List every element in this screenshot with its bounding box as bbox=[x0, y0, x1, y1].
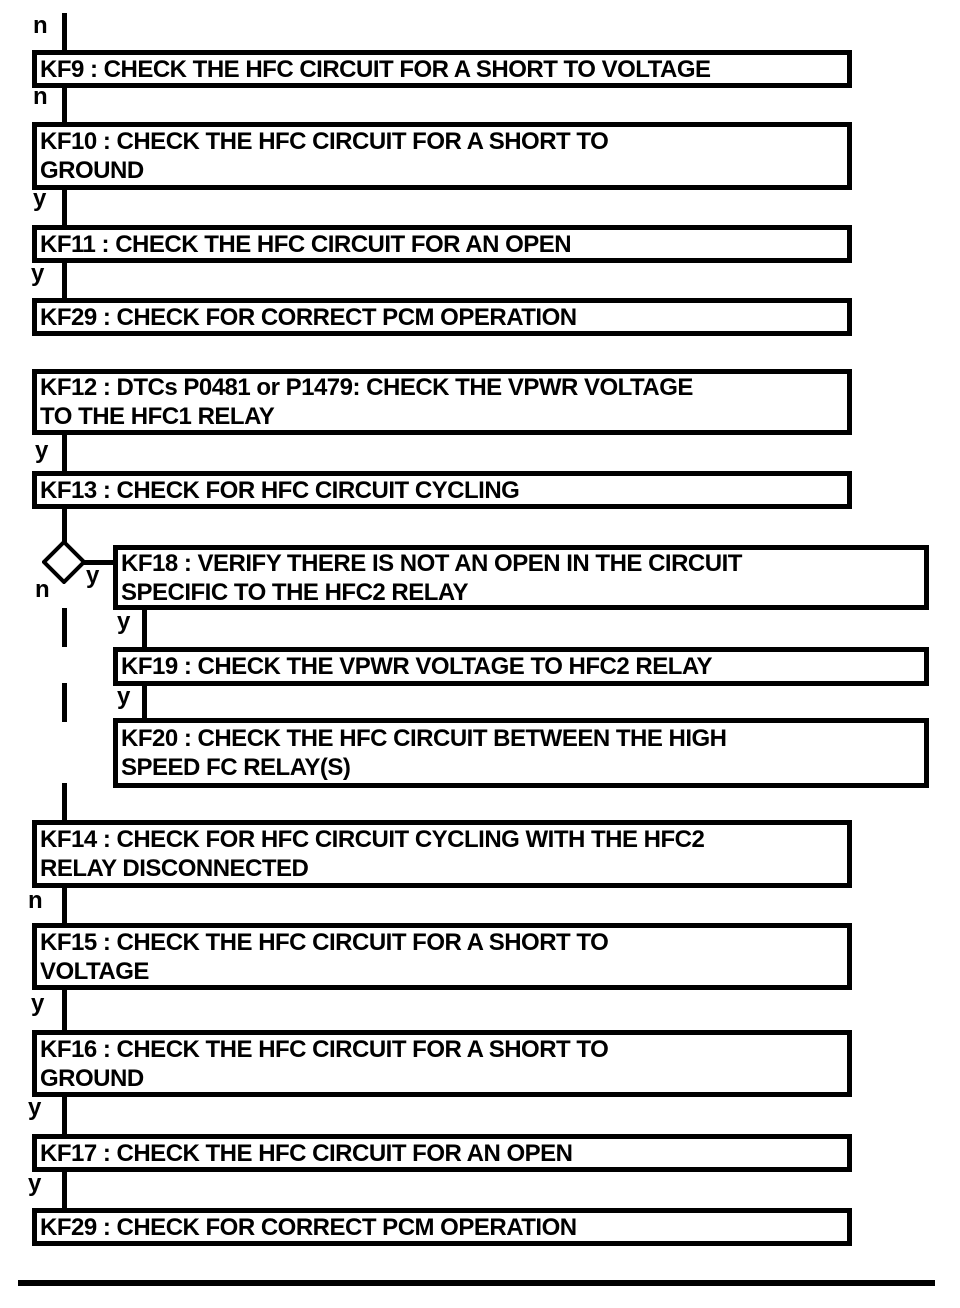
branch-label-y: y bbox=[28, 1094, 41, 1121]
connector-line bbox=[142, 686, 147, 718]
node-text: KF13 : CHECK FOR HFC CIRCUIT CYCLING bbox=[40, 476, 520, 504]
connector-line bbox=[62, 509, 67, 543]
connector-line bbox=[62, 190, 67, 225]
node-text: KF29 : CHECK FOR CORRECT PCM OPERATION bbox=[40, 1213, 577, 1241]
branch-label-y: y bbox=[35, 437, 48, 464]
branch-label-n: n bbox=[28, 887, 43, 914]
node-text: KF19 : CHECK THE VPWR VOLTAGE TO HFC2 RE… bbox=[121, 653, 713, 680]
flow-node-kf19: KF19 : CHECK THE VPWR VOLTAGE TO HFC2 RE… bbox=[113, 647, 929, 686]
flow-node-kf29-lower: KF29 : CHECK FOR CORRECT PCM OPERATION bbox=[32, 1208, 852, 1246]
connector-line bbox=[62, 88, 67, 122]
node-text: KF11 : CHECK THE HFC CIRCUIT FOR AN OPEN bbox=[40, 230, 572, 258]
node-text: SPECIFIC TO THE HFC2 RELAY bbox=[121, 578, 469, 606]
flow-node-kf12: KF12 : DTCs P0481 or P1479: CHECK THE VP… bbox=[32, 369, 852, 435]
node-text: SPEED FC RELAY(S) bbox=[121, 754, 351, 781]
node-text: KF17 : CHECK THE HFC CIRCUIT FOR AN OPEN bbox=[40, 1139, 573, 1167]
node-text: KF20 : CHECK THE HFC CIRCUIT BETWEEN THE… bbox=[121, 725, 727, 752]
node-text: KF9 : CHECK THE HFC CIRCUIT FOR A SHORT … bbox=[40, 55, 711, 83]
footer-divider bbox=[18, 1280, 935, 1286]
node-text: RELAY DISCONNECTED bbox=[40, 855, 309, 882]
connector-line-dashed bbox=[62, 683, 67, 722]
decision-diamond bbox=[42, 540, 86, 584]
flow-node-kf18: KF18 : VERIFY THERE IS NOT AN OPEN IN TH… bbox=[113, 545, 929, 610]
branch-label-y: y bbox=[117, 608, 130, 635]
node-text: KF16 : CHECK THE HFC CIRCUIT FOR A SHORT… bbox=[40, 1035, 609, 1063]
flow-node-kf29-upper: KF29 : CHECK FOR CORRECT PCM OPERATION bbox=[32, 298, 852, 336]
flow-node-kf15: KF15 : CHECK THE HFC CIRCUIT FOR A SHORT… bbox=[32, 923, 852, 990]
branch-label-n: n bbox=[35, 576, 50, 603]
connector-line bbox=[62, 888, 67, 923]
connector-line bbox=[62, 1097, 67, 1134]
branch-label-y: y bbox=[31, 990, 44, 1017]
node-text: KF29 : CHECK FOR CORRECT PCM OPERATION bbox=[40, 303, 577, 331]
branch-label-n: n bbox=[33, 12, 48, 39]
connector-line bbox=[62, 1172, 67, 1208]
node-text: GROUND bbox=[40, 1064, 144, 1092]
connector-line bbox=[62, 990, 67, 1030]
node-text: KF12 : DTCs P0481 or P1479: CHECK THE VP… bbox=[40, 374, 693, 401]
connector-line-dashed bbox=[62, 608, 67, 647]
flow-node-kf11: KF11 : CHECK THE HFC CIRCUIT FOR AN OPEN bbox=[32, 225, 852, 263]
connector-line bbox=[83, 560, 113, 565]
flow-node-kf10: KF10 : CHECK THE HFC CIRCUIT FOR A SHORT… bbox=[32, 122, 852, 190]
node-text: GROUND bbox=[40, 157, 144, 184]
node-text: VOLTAGE bbox=[40, 957, 149, 985]
branch-label-y: y bbox=[33, 185, 46, 212]
flow-node-kf16: KF16 : CHECK THE HFC CIRCUIT FOR A SHORT… bbox=[32, 1030, 852, 1097]
node-text: KF14 : CHECK FOR HFC CIRCUIT CYCLING WIT… bbox=[40, 826, 705, 853]
node-text: KF10 : CHECK THE HFC CIRCUIT FOR A SHORT… bbox=[40, 128, 609, 155]
branch-label-y: y bbox=[28, 1170, 41, 1197]
branch-label-y: y bbox=[117, 683, 130, 710]
flow-node-kf17: KF17 : CHECK THE HFC CIRCUIT FOR AN OPEN bbox=[32, 1134, 852, 1172]
node-text: KF18 : VERIFY THERE IS NOT AN OPEN IN TH… bbox=[121, 549, 742, 577]
connector-line-dashed bbox=[62, 783, 67, 820]
connector-line bbox=[62, 435, 67, 471]
flow-node-kf14: KF14 : CHECK FOR HFC CIRCUIT CYCLING WIT… bbox=[32, 820, 852, 888]
flow-node-kf20: KF20 : CHECK THE HFC CIRCUIT BETWEEN THE… bbox=[113, 718, 929, 788]
branch-label-n: n bbox=[33, 83, 48, 110]
connector-line bbox=[62, 13, 67, 50]
connector-line bbox=[142, 610, 147, 647]
flow-node-kf9: KF9 : CHECK THE HFC CIRCUIT FOR A SHORT … bbox=[32, 50, 852, 88]
branch-label-y: y bbox=[31, 260, 44, 287]
connector-line bbox=[62, 263, 67, 298]
branch-label-y: y bbox=[86, 562, 99, 589]
flow-node-kf13: KF13 : CHECK FOR HFC CIRCUIT CYCLING bbox=[32, 471, 852, 509]
node-text: KF15 : CHECK THE HFC CIRCUIT FOR A SHORT… bbox=[40, 928, 609, 956]
node-text: TO THE HFC1 RELAY bbox=[40, 403, 275, 430]
